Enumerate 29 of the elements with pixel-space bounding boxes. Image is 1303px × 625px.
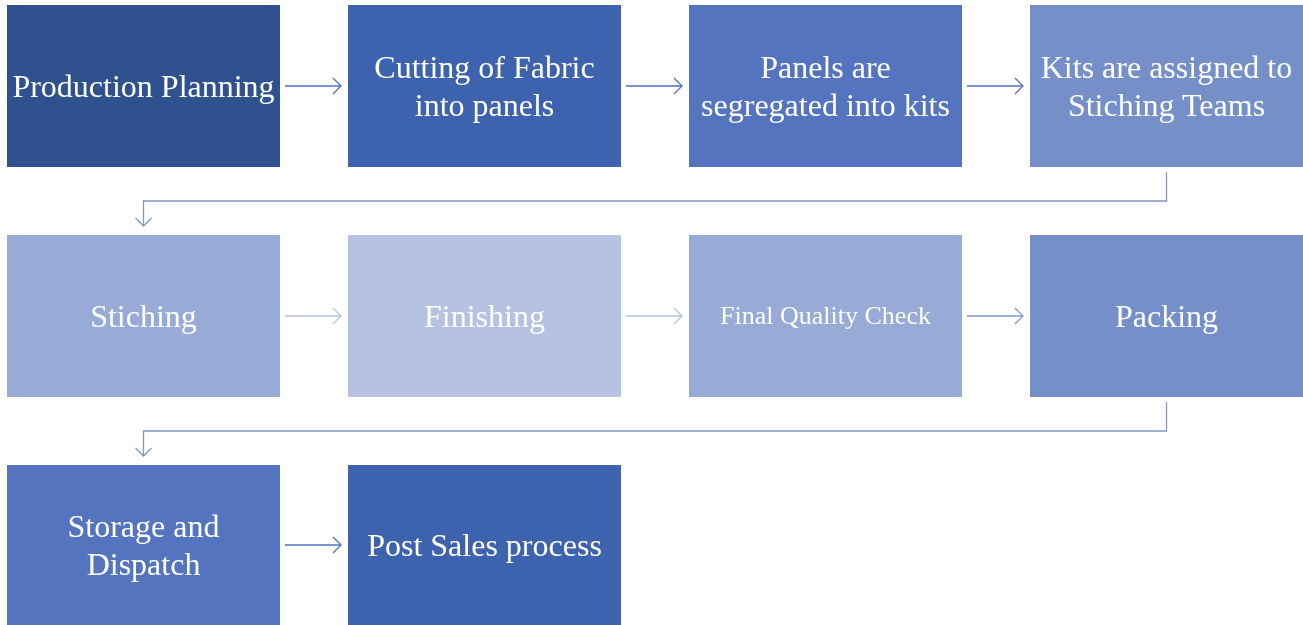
process-box bbox=[348, 465, 621, 625]
arrow bbox=[134, 171, 1168, 227]
step-label: Final Quality Check bbox=[720, 300, 931, 332]
step-label: Production Planning bbox=[12, 67, 275, 105]
process-box bbox=[7, 465, 280, 625]
arrow bbox=[284, 307, 342, 325]
step-label: Kits are assigned to Stiching Teams bbox=[1039, 48, 1294, 124]
process-box bbox=[348, 235, 621, 397]
step-label: Storage and Dispatch bbox=[66, 507, 221, 583]
step-label: Finishing bbox=[424, 297, 545, 335]
process-box bbox=[689, 5, 962, 167]
step-label: Stiching bbox=[90, 297, 197, 335]
step-label: Packing bbox=[1114, 297, 1219, 335]
step-label: Panels are segregated into kits bbox=[700, 48, 951, 124]
arrow bbox=[284, 536, 342, 554]
arrow bbox=[134, 401, 1168, 457]
arrow bbox=[966, 307, 1024, 325]
arrow bbox=[966, 77, 1024, 95]
process-box bbox=[689, 235, 962, 397]
arrow bbox=[625, 307, 683, 325]
process-box bbox=[7, 5, 280, 167]
step-label: Cutting of Fabric into panels bbox=[373, 48, 596, 124]
process-box bbox=[1030, 5, 1303, 167]
arrow bbox=[284, 77, 342, 95]
arrow bbox=[625, 77, 683, 95]
process-box bbox=[348, 5, 621, 167]
step-label: Post Sales process bbox=[367, 526, 602, 564]
process-box bbox=[1030, 235, 1303, 397]
process-box bbox=[7, 235, 280, 397]
